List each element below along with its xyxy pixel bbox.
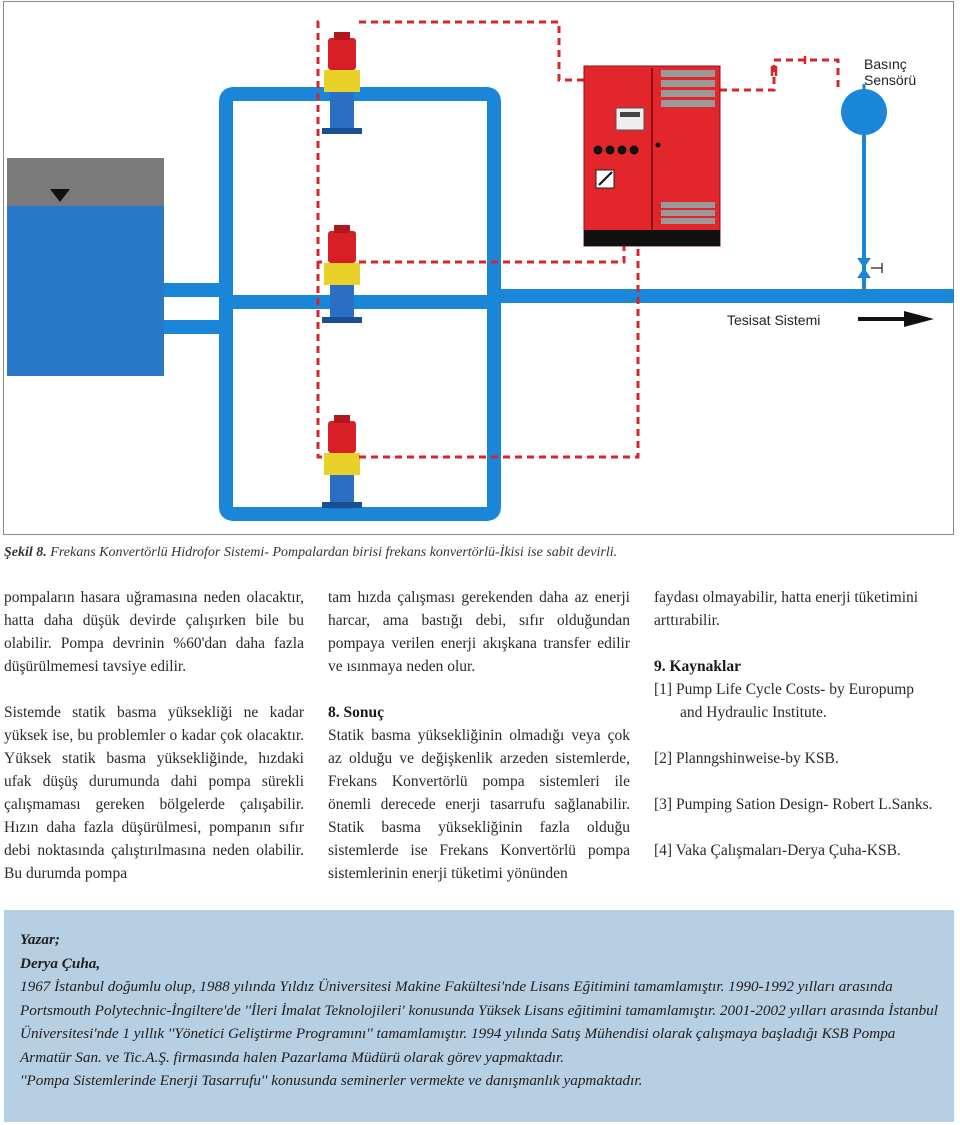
col2-paragraph-2: Statik basma yüksekliğinin olmadığı veya…	[328, 727, 630, 882]
pump-2	[322, 225, 362, 323]
section-heading-kaynaklar: 9. Kaynaklar	[654, 658, 741, 675]
system-label: Tesisat Sistemi	[727, 312, 820, 328]
caption-label: Şekil 8.	[4, 545, 47, 560]
text-column-3: faydası olmayabilir, hatta enerji tüketi…	[654, 586, 956, 862]
author-label: Yazar;	[20, 931, 60, 948]
reference-1-line-2: and Hydraulic Institute.	[680, 704, 827, 721]
pump-system-diagram: Basınç Sensörü Tesisat Sistemi	[7, 20, 954, 521]
author-box: Yazar; Derya Çuha, 1967 İstanbul doğumlu…	[4, 910, 954, 1122]
sensor-label-line2: Sensörü	[864, 72, 916, 88]
figure-caption: Şekil 8. Frekans Konvertörlü Hidrofor Si…	[4, 545, 954, 561]
col2-paragraph-1: tam hızda çalışması gerekenden daha az e…	[328, 589, 630, 675]
figure-frame: Basınç Sensörü Tesisat Sistemi	[3, 1, 954, 535]
col1-paragraph-2: Sistemde statik basma yüksekliği ne kada…	[4, 704, 304, 882]
text-column-2: tam hızda çalışması gerekenden daha az e…	[328, 586, 630, 885]
pump-3	[322, 415, 362, 509]
caption-text: Frekans Konvertörlü Hidrofor Sistemi- Po…	[46, 545, 618, 560]
author-bio: 1967 İstanbul doğumlu olup, 1988 yılında…	[20, 978, 938, 1066]
section-heading-sonuc: 8. Sonuç	[328, 704, 384, 721]
pipe-network	[164, 87, 954, 521]
col3-paragraph-1: faydası olmayabilir, hatta enerji tüketi…	[654, 589, 919, 629]
water-tank	[7, 158, 164, 376]
reference-3: [3] Pumping Sation Design- Robert L.Sank…	[654, 796, 933, 813]
reference-1-line-1: [1] Pump Life Cycle Costs- by Europump	[654, 681, 915, 698]
valve-icon	[857, 258, 871, 268]
water-level-marker-icon	[50, 189, 70, 202]
reference-4: [4] Vaka Çalışmaları-Derya Çuha-KSB.	[654, 842, 901, 859]
author-seminar: ''Pompa Sistemlerinde Enerji Tasarrufu''…	[20, 1072, 643, 1089]
text-column-1: pompaların hasara uğramasına neden olaca…	[4, 586, 304, 885]
author-name: Derya Çuha,	[20, 954, 101, 972]
reference-2: [2] Planngshinweise-by KSB.	[654, 750, 839, 767]
break-marks	[770, 56, 807, 76]
flow-arrow-icon	[858, 311, 934, 327]
signal-lines	[316, 20, 840, 459]
pressure-sensor	[841, 84, 887, 290]
col1-paragraph-1: pompaların hasara uğramasına neden olaca…	[4, 589, 304, 675]
pump-1	[322, 32, 362, 134]
sensor-label-line1: Basınç	[864, 56, 907, 72]
control-panel	[583, 65, 721, 247]
